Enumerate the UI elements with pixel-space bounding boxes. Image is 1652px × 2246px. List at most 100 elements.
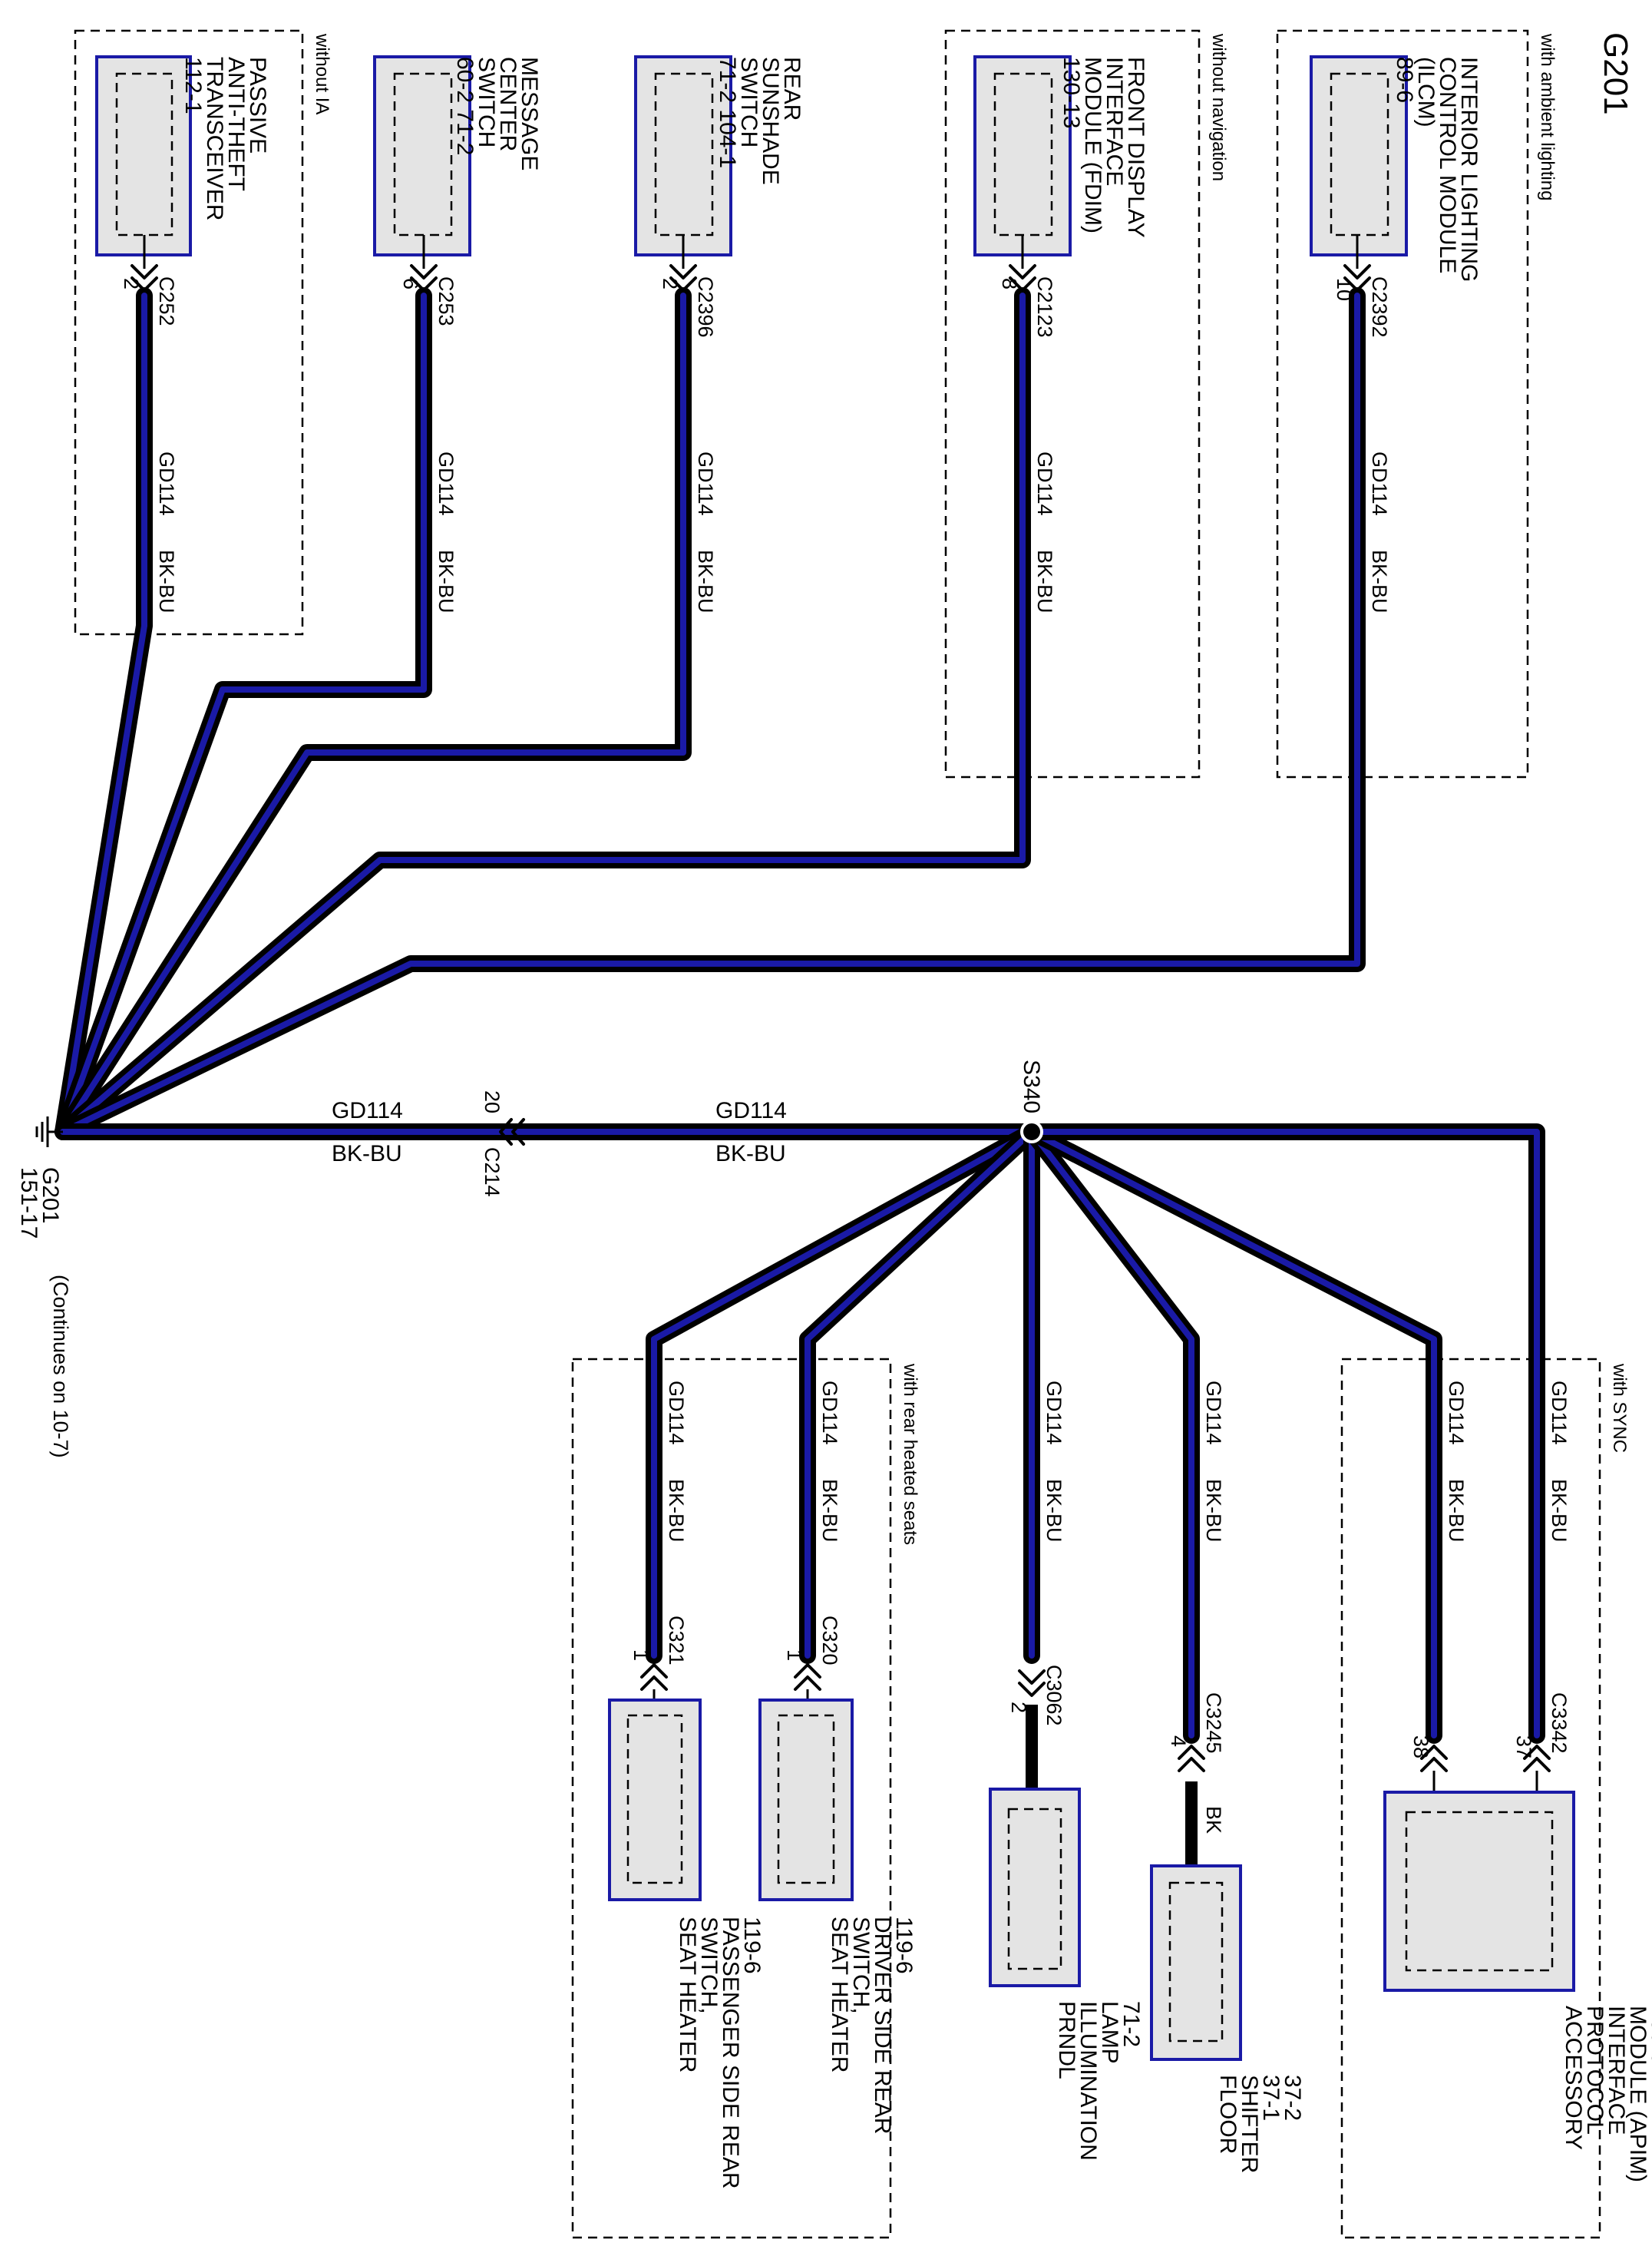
connector-c252 [131, 264, 158, 292]
connector-label-c2123: C2123 [1033, 276, 1056, 338]
connector-c3342-pin37 [1523, 1745, 1551, 1772]
wire-circuit-label-right: GD114 [715, 1098, 787, 1123]
connector-c2392 [1343, 264, 1371, 292]
wire-circuit-label: GD114 [1033, 452, 1056, 516]
svg-text:SWITCH: SWITCH [736, 57, 762, 147]
pin-label-c3062: 2 [1007, 1702, 1030, 1713]
svg-text:PROTOCOL: PROTOCOL [1582, 2006, 1607, 2135]
svg-text:DRIVER SIDE REAR: DRIVER SIDE REAR [870, 1917, 895, 2134]
svg-text:MODULE (FDIM): MODULE (FDIM) [1080, 57, 1105, 233]
connector-label-c3062: C3062 [1042, 1665, 1066, 1726]
svg-text:PRNDL: PRNDL [1054, 2001, 1079, 2079]
wire-message-center [55, 287, 432, 1140]
wire-color-label-right: BK-BU [715, 1141, 786, 1166]
connector-label-c321: C321 [665, 1616, 688, 1665]
wire-circuit-label: GD114 [1202, 1381, 1225, 1445]
svg-text:151-17: 151-17 [16, 1167, 41, 1239]
pin-label-c2123: 8 [998, 278, 1021, 289]
component-rear-sunshade-switch [634, 55, 732, 292]
connector-label-c320: C320 [818, 1616, 841, 1665]
svg-text:FLOOR: FLOOR [1215, 2075, 1241, 2154]
wire-color-label: BK-BU [434, 550, 458, 614]
condition-box-without-navigation [944, 29, 1201, 779]
ground-symbol [35, 1116, 63, 1147]
connector-c2123 [1009, 264, 1036, 292]
pin-label-c2392: 10 [1333, 278, 1356, 301]
connector-c3342-pin38 [1420, 1745, 1448, 1772]
svg-text:REAR: REAR [779, 57, 805, 121]
wire-circuit-label: GD114 [818, 1381, 841, 1445]
wire-group [55, 287, 1545, 1866]
wire-circuit-label-left: GD114 [332, 1098, 403, 1123]
wire-color-label: BK-BU [1202, 1479, 1225, 1543]
svg-text:119-6: 119-6 [891, 1917, 917, 1974]
svg-text:INTERFACE: INTERFACE [1604, 2006, 1629, 2135]
svg-text:SEAT HEATER: SEAT HEATER [675, 1917, 700, 2072]
condition-label-with-rear-heated-seats: with rear heated seats [900, 1363, 920, 1545]
wire-circuit-label: GD114 [1042, 1381, 1066, 1445]
connector-c321 [640, 1663, 668, 1691]
wire-color-label: BK-BU [1368, 550, 1391, 614]
component-prndl-lamp [989, 1669, 1081, 1987]
svg-text:G201: G201 [38, 1167, 63, 1223]
label-floor-shifter: FLOOR SHIFTER 37-1 37-2 [1215, 2075, 1305, 2173]
label-rear-sunshade-switch: REAR SUNSHADE SWITCH 71-2 104-1 [715, 57, 805, 185]
continues-note: (Continues on 10-7) [49, 1275, 72, 1458]
pin-label-c214: 20 [481, 1090, 504, 1113]
svg-text:SWITCH,: SWITCH, [696, 1917, 722, 2014]
svg-text:SEAT HEATER: SEAT HEATER [827, 1917, 852, 2072]
wire-color-label-left: BK-BU [332, 1141, 402, 1166]
condition-label-without-navigation: without navigation [1208, 33, 1229, 181]
connector-c3062 [1018, 1669, 1046, 1697]
svg-text:SUNSHADE: SUNSHADE [758, 57, 783, 185]
svg-text:130-5: 130-5 [1647, 2006, 1652, 2065]
condition-label-without-ia: without IA [312, 33, 332, 114]
wire-color-label: BK-BU [1548, 1479, 1571, 1543]
component-fdim [973, 55, 1072, 292]
pin-label-c3245: 4 [1167, 1735, 1190, 1747]
svg-text:MESSAGE: MESSAGE [517, 57, 542, 170]
wire-color-label: BK-BU [818, 1479, 841, 1543]
svg-text:FRONT DISPLAY: FRONT DISPLAY [1123, 57, 1148, 238]
svg-text:ILLUMINATION: ILLUMINATION [1075, 2001, 1101, 2161]
component-seat-heater-driver [758, 1663, 854, 1901]
svg-text:CENTER: CENTER [495, 57, 520, 151]
component-apim [1383, 1745, 1575, 1992]
svg-text:INTERFACE: INTERFACE [1102, 57, 1127, 186]
condition-box-with-ambient-lighting [1276, 29, 1529, 779]
diagram-title: G201 [1597, 32, 1634, 115]
label-seat-heater-driver: SEAT HEATER SWITCH, DRIVER SIDE REAR 119… [827, 1917, 917, 2134]
pin-label-c321: 1 [629, 1649, 653, 1661]
label-ilcm: INTERIOR LIGHTING CONTROL MODULE (ILCM) … [1392, 57, 1482, 282]
connector-label-c2392: C2392 [1368, 276, 1391, 338]
label-fdim: FRONT DISPLAY INTERFACE MODULE (FDIM) 13… [1059, 57, 1148, 238]
svg-text:TRANSCEIVER: TRANSCEIVER [202, 57, 227, 220]
wire-color-label-bk: BK [1202, 1806, 1225, 1834]
wire-circuit-label: GD114 [694, 452, 717, 516]
wire-color-label: BK-BU [694, 550, 717, 614]
pin-label-c253: 6 [399, 278, 422, 289]
connector-c214 [499, 1118, 525, 1146]
svg-text:ACCESSORY: ACCESSORY [1561, 2006, 1586, 2150]
splice-s340 [1020, 1120, 1043, 1143]
component-passive-anti-theft [95, 55, 192, 292]
label-prndl-lamp: PRNDL ILLUMINATION LAMP 71-2 [1054, 2001, 1144, 2161]
connector-c2396 [669, 264, 697, 292]
condition-label-with-ambient-lighting: with ambient lighting [1537, 33, 1558, 200]
component-seat-heater-passenger [608, 1663, 702, 1901]
condition-box-with-rear-heated-seats [571, 1358, 892, 2239]
wire-circuit-label: GD114 [1445, 1381, 1468, 1445]
wire-ilcm [55, 287, 1366, 1140]
wire-circuit-label: GD114 [434, 452, 458, 516]
condition-label-with-sync: with SYNC [1609, 1363, 1630, 1453]
svg-text:SHIFTER: SHIFTER [1237, 2075, 1262, 2173]
component-ilcm [1310, 55, 1408, 292]
svg-text:37-2: 37-2 [1280, 2075, 1305, 2121]
connector-label-c214: C214 [481, 1147, 504, 1197]
svg-text:ANTI-THEFT: ANTI-THEFT [223, 57, 249, 191]
connector-c253 [410, 264, 438, 292]
wire-labels-top: GD114 BK-BU GD114 BK-BU GD114 BK-BU GD11… [155, 452, 1391, 614]
label-seat-heater-passenger: SEAT HEATER SWITCH, PASSENGER SIDE REAR … [675, 1917, 765, 2189]
svg-text:71-2: 71-2 [1118, 2001, 1144, 2047]
wire-color-label: BK-BU [155, 550, 178, 614]
